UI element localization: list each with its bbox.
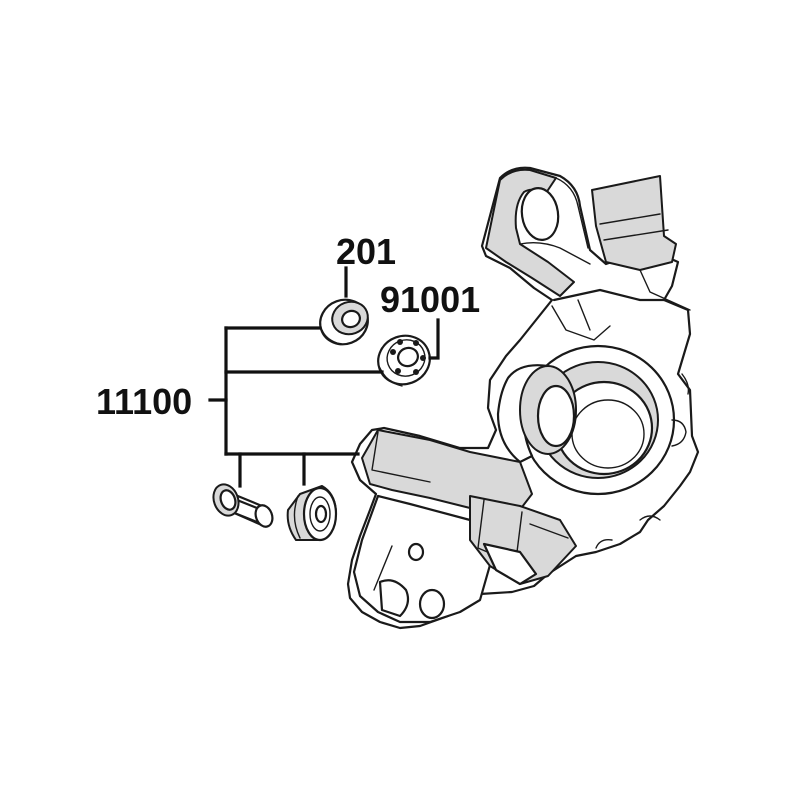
gearbox-housing bbox=[346, 166, 700, 630]
flanged-bushing bbox=[212, 483, 274, 528]
ball-bearing-91001 bbox=[377, 334, 431, 387]
callout-11100: 11100 bbox=[96, 381, 192, 422]
callout-201: 201 bbox=[336, 231, 396, 272]
callout-91001: 91001 bbox=[380, 279, 480, 320]
oil-seal-201 bbox=[319, 298, 369, 346]
leader-lines bbox=[208, 266, 440, 488]
needle-roller-bearing bbox=[286, 485, 338, 542]
